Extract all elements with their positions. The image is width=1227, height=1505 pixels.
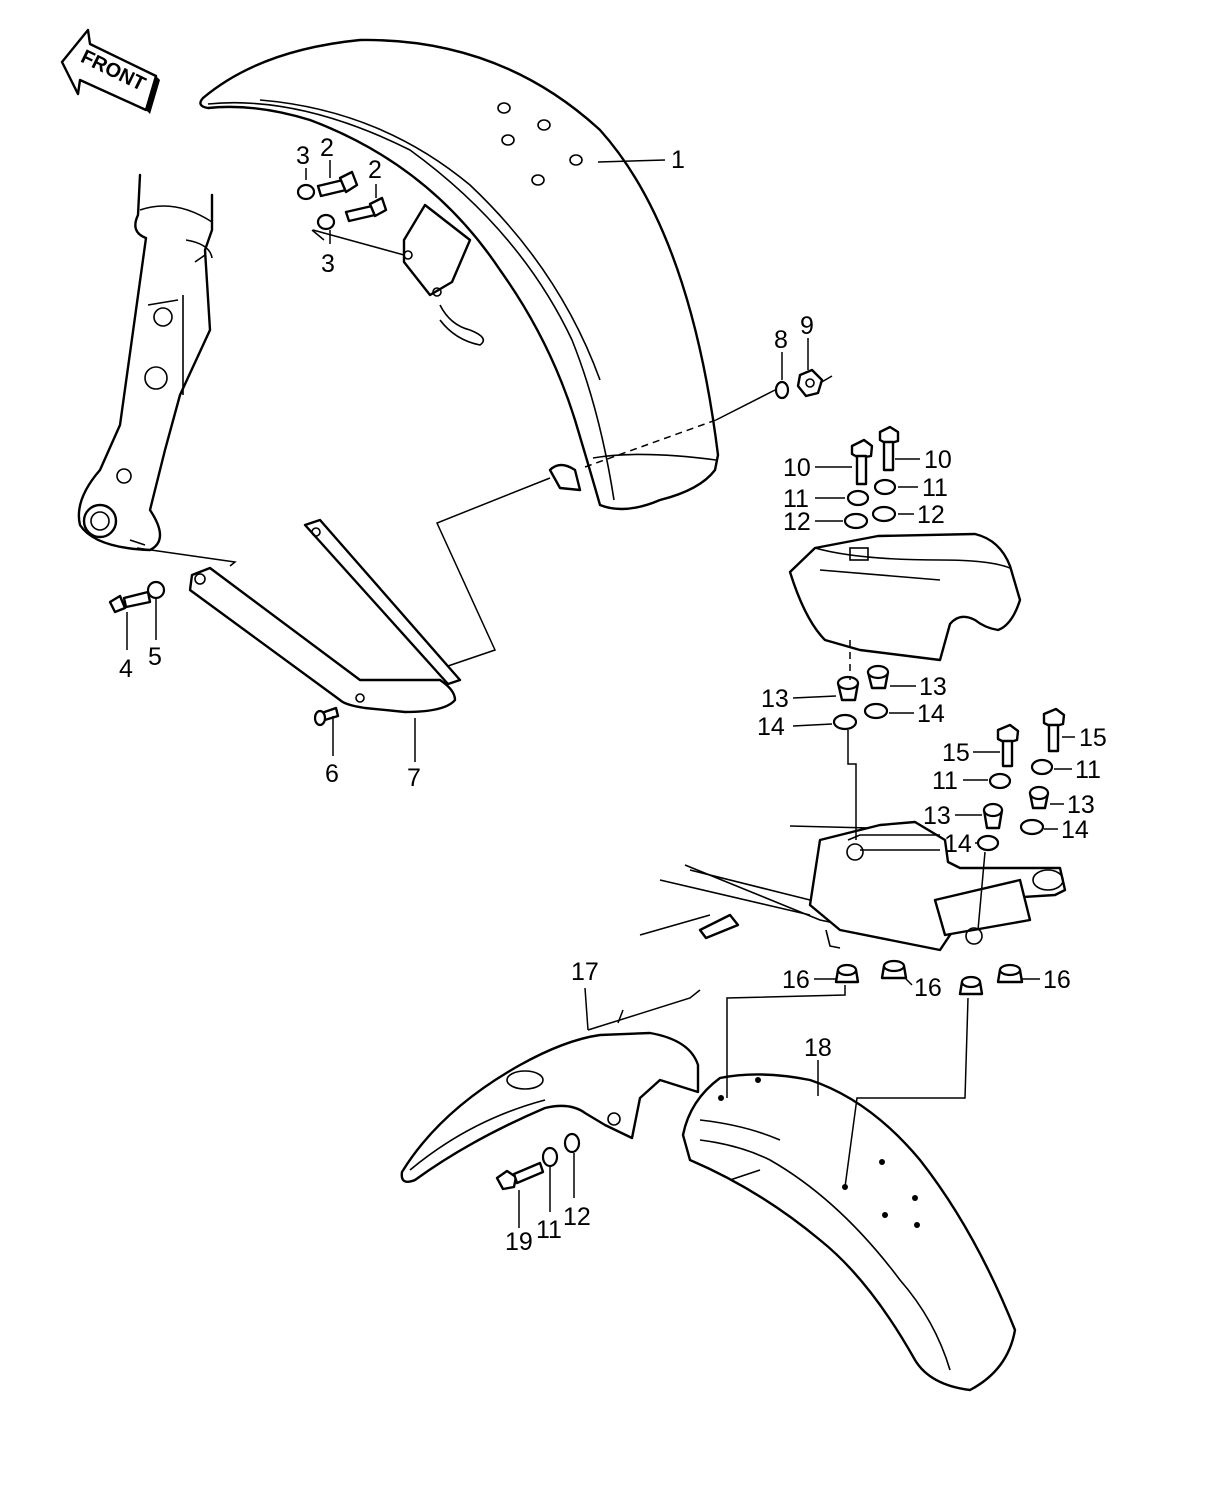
callout-11: 11: [1075, 756, 1101, 784]
callout-12: 12: [563, 1203, 591, 1231]
bolt-2-washer-3: [296, 170, 388, 231]
callout-1: 1: [671, 146, 685, 174]
fender-brace: [188, 518, 462, 714]
callout-11: 11: [932, 767, 958, 795]
callout-19: 19: [505, 1228, 533, 1256]
callout-16: 16: [914, 974, 942, 1002]
callout-5: 5: [148, 643, 162, 671]
callout-4: 4: [119, 655, 133, 683]
callout-labels: 1 2 2 3 3 4 5 6 7 8 9 10 10 11 11 12 12 …: [119, 134, 1107, 1256]
callout-14: 14: [917, 700, 945, 728]
grommets-16: [834, 959, 1024, 996]
callout-14: 14: [1061, 816, 1089, 844]
front-arrow-icon: FRONT: [60, 28, 160, 114]
callout-3: 3: [321, 250, 335, 278]
callout-15: 15: [942, 739, 970, 767]
rear-fender-flap: [400, 1031, 700, 1183]
callout-11: 11: [783, 485, 809, 513]
rear-frame: [639, 820, 1067, 952]
callout-11: 11: [922, 474, 948, 502]
callout-6: 6: [325, 760, 339, 788]
callout-10: 10: [924, 446, 952, 474]
callout-17: 17: [571, 958, 599, 986]
callout-14: 14: [944, 830, 972, 858]
callout-15: 15: [1079, 724, 1107, 752]
callout-2: 2: [368, 156, 382, 184]
callout-2: 2: [320, 134, 334, 162]
callout-13: 13: [923, 802, 951, 830]
bolts-10-washers: [843, 425, 900, 530]
callout-9: 9: [800, 312, 814, 340]
bolt-19-washers: [495, 1132, 581, 1191]
callout-13: 13: [1067, 791, 1095, 819]
callout-10: 10: [783, 454, 811, 482]
grommets-13-washers-14: [832, 664, 890, 731]
rear-fender: [681, 1073, 1017, 1392]
callout-16: 16: [1043, 966, 1071, 994]
callout-18: 18: [804, 1034, 832, 1062]
front-fender: [199, 38, 720, 511]
bolt-4-washer-5: [108, 580, 340, 727]
washer-8-nut-9: [774, 368, 824, 400]
callout-3: 3: [296, 142, 310, 170]
callout-16: 16: [782, 966, 810, 994]
callout-11: 11: [536, 1216, 562, 1244]
front-fork: [77, 173, 214, 552]
callout-7: 7: [407, 764, 421, 792]
callout-13: 13: [919, 673, 947, 701]
callout-14: 14: [757, 713, 785, 741]
callout-8: 8: [774, 326, 788, 354]
bolts-15-washers: [976, 707, 1066, 852]
callout-13: 13: [761, 685, 789, 713]
callout-12: 12: [917, 501, 945, 529]
callout-12: 12: [783, 508, 811, 536]
leader-lines: [126, 159, 1075, 1228]
tail-light-housing: [788, 532, 1022, 662]
